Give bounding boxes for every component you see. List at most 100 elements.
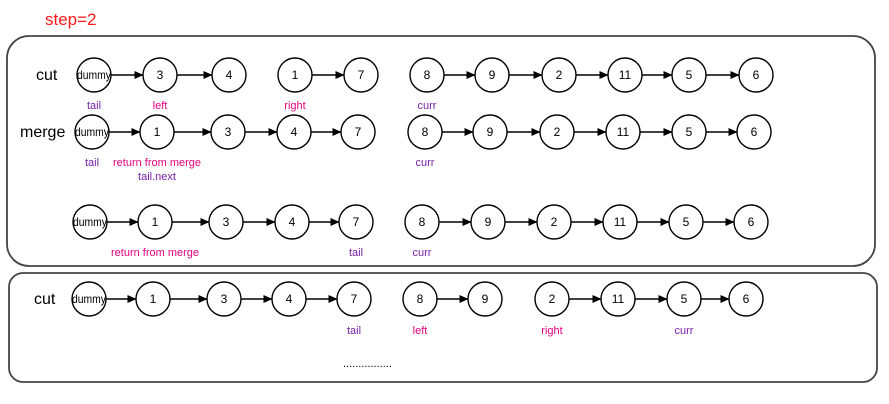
list-node: 5 <box>668 204 704 240</box>
pointer-label: left <box>153 100 168 112</box>
pointer-label: tail <box>85 157 99 169</box>
list-node: 7 <box>336 281 372 317</box>
panel-next-cut <box>8 272 878 383</box>
node-value: dummy <box>72 292 106 306</box>
node-value: 5 <box>686 68 693 82</box>
node-value: 8 <box>417 292 424 306</box>
list-node: dummy <box>72 204 108 240</box>
list-node: 3 <box>206 281 242 317</box>
list-node: 4 <box>274 204 310 240</box>
node-value: 2 <box>549 292 556 306</box>
node-value: 9 <box>482 292 489 306</box>
node-value: 4 <box>291 125 298 139</box>
node-value: 4 <box>286 292 293 306</box>
node-value: 11 <box>614 215 627 229</box>
list-node: 1 <box>137 204 173 240</box>
node-value: 6 <box>748 215 755 229</box>
node-value: 5 <box>683 215 690 229</box>
node-value: 11 <box>617 125 630 139</box>
node-value: 6 <box>751 125 758 139</box>
list-node: dummy <box>74 114 110 150</box>
node-value: 11 <box>619 68 632 82</box>
node-value: 1 <box>292 68 299 82</box>
pointer-label: curr <box>416 157 435 169</box>
list-node: 6 <box>736 114 772 150</box>
ellipsis-dots: ................ <box>343 358 392 370</box>
step-title: step=2 <box>45 10 97 29</box>
node-value: dummy <box>77 68 111 82</box>
list-node: 4 <box>271 281 307 317</box>
list-node: 2 <box>534 281 570 317</box>
row-label: merge <box>20 124 65 141</box>
list-node: 9 <box>467 281 503 317</box>
list-node: 9 <box>474 57 510 93</box>
list-node: 4 <box>276 114 312 150</box>
list-node: 1 <box>277 57 313 93</box>
node-value: 7 <box>353 215 360 229</box>
node-value: 8 <box>424 68 431 82</box>
node-value: 3 <box>225 125 232 139</box>
node-value: 2 <box>554 125 561 139</box>
list-node: 2 <box>539 114 575 150</box>
node-value: dummy <box>73 215 107 229</box>
pointer-label: right <box>284 100 305 112</box>
list-node: 6 <box>733 204 769 240</box>
node-value: 1 <box>154 125 161 139</box>
node-value: 7 <box>355 125 362 139</box>
list-node: 9 <box>470 204 506 240</box>
row-label: cut <box>34 291 56 308</box>
list-node: 8 <box>402 281 438 317</box>
node-value: 3 <box>157 68 164 82</box>
node-value: 9 <box>485 215 492 229</box>
list-node: 2 <box>541 57 577 93</box>
list-node: 7 <box>338 204 374 240</box>
list-node: 11 <box>607 57 643 93</box>
list-node: 1 <box>135 281 171 317</box>
pointer-label: curr <box>675 325 694 337</box>
node-value: 4 <box>289 215 296 229</box>
node-value: 1 <box>152 215 159 229</box>
node-value: 6 <box>753 68 760 82</box>
pointer-label: curr <box>413 247 432 259</box>
pointer-label: right <box>541 325 562 337</box>
row-label: cut <box>36 67 58 84</box>
node-value: 4 <box>226 68 233 82</box>
list-node: 11 <box>605 114 641 150</box>
node-value: 3 <box>223 215 230 229</box>
pointer-label: tail.next <box>138 171 176 183</box>
list-node: 3 <box>142 57 178 93</box>
list-node: 2 <box>536 204 572 240</box>
panel-cut-merge <box>6 35 876 267</box>
pointer-label: return from merge <box>113 157 201 169</box>
pointer-label: curr <box>418 100 437 112</box>
node-value: 3 <box>221 292 228 306</box>
pointer-label: tail <box>349 247 363 259</box>
node-value: 1 <box>150 292 157 306</box>
node-value: 7 <box>358 68 365 82</box>
list-node: 7 <box>343 57 379 93</box>
node-value: 2 <box>556 68 563 82</box>
node-value: 9 <box>489 68 496 82</box>
list-node: 3 <box>210 114 246 150</box>
list-node: 4 <box>211 57 247 93</box>
list-node: 6 <box>738 57 774 93</box>
node-value: 2 <box>551 215 558 229</box>
node-value: 9 <box>487 125 494 139</box>
list-node: 6 <box>728 281 764 317</box>
node-value: 5 <box>681 292 688 306</box>
list-node: dummy <box>76 57 112 93</box>
list-node: 3 <box>208 204 244 240</box>
list-node: 8 <box>407 114 443 150</box>
list-node: 11 <box>600 281 636 317</box>
node-value: 8 <box>419 215 426 229</box>
list-node: 11 <box>602 204 638 240</box>
node-value: 11 <box>612 292 625 306</box>
node-value: 7 <box>351 292 358 306</box>
node-value: 8 <box>422 125 429 139</box>
list-node: 5 <box>671 57 707 93</box>
